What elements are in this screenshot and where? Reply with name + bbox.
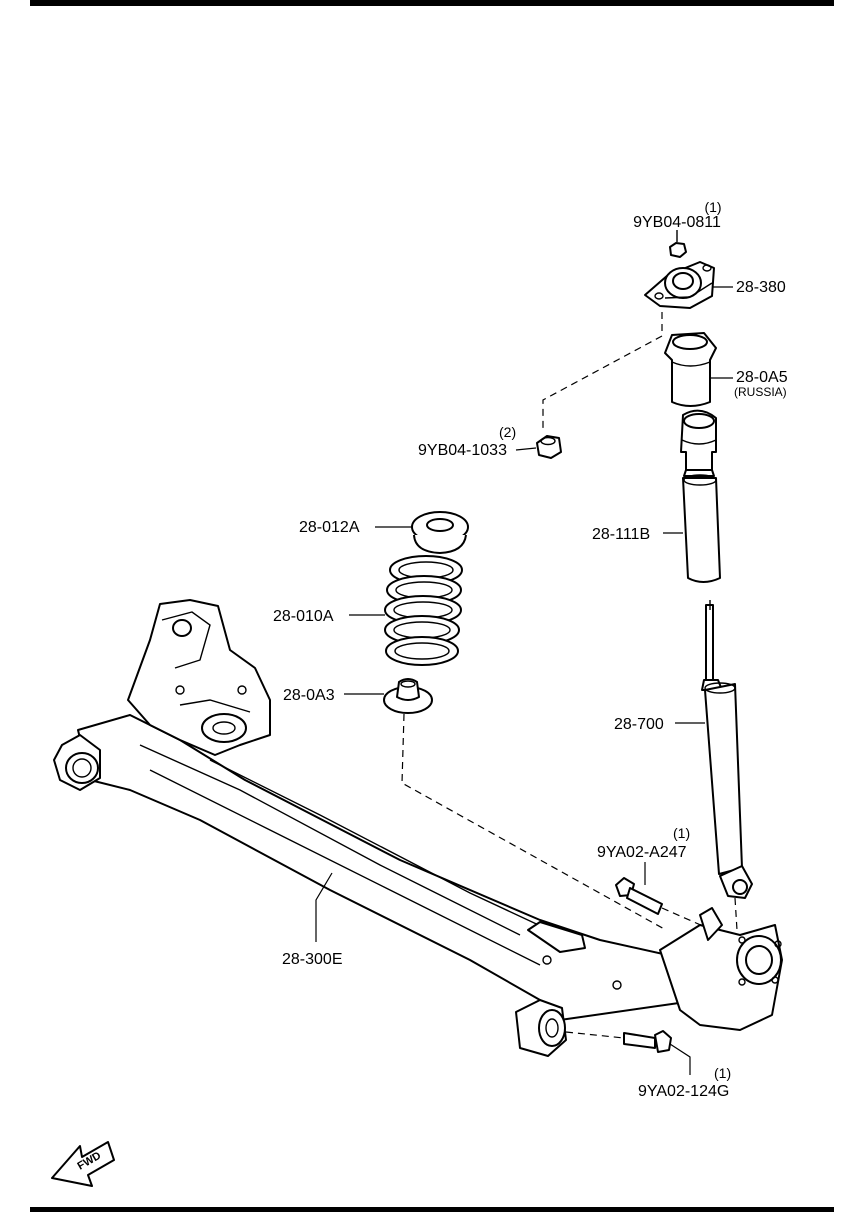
lower-spring-seat[interactable] bbox=[383, 678, 433, 714]
alignment-line-mount bbox=[542, 312, 663, 432]
fwd-arrow-icon: FWD bbox=[51, 1141, 115, 1187]
qty-bolt-upper: (1) bbox=[673, 825, 690, 841]
lower-bolt[interactable] bbox=[565, 1030, 672, 1053]
label-spring-seat-upper: 28-012A bbox=[299, 519, 360, 536]
label-crossmember: 28-300E bbox=[282, 951, 343, 968]
callout-labels: (1) 9YB04-0811 28-380 28-0A5 (RUSSIA) (2… bbox=[273, 199, 788, 1100]
dust-boot[interactable] bbox=[680, 409, 721, 583]
upper-spring-seat[interactable] bbox=[411, 511, 469, 554]
label-coil-spring: 28-010A bbox=[273, 608, 334, 625]
alignment-line-spring bbox=[401, 713, 667, 931]
label-bolt-upper: 9YA02-A247 bbox=[597, 844, 687, 861]
lower-nut[interactable] bbox=[536, 435, 562, 459]
qty-nut-lower: (2) bbox=[499, 424, 516, 440]
label-bump-cover: 28-0A5 bbox=[736, 369, 788, 386]
upper-nut[interactable] bbox=[669, 230, 687, 258]
top-rule bbox=[30, 0, 834, 6]
alignment-line-shock bbox=[734, 897, 738, 931]
label-nut-upper: 9YB04-0811 bbox=[633, 214, 721, 231]
label-spring-seat-lower: 28-0A3 bbox=[283, 687, 335, 704]
qty-nut-upper: (1) bbox=[704, 199, 721, 215]
upper-mount[interactable] bbox=[644, 261, 715, 309]
label-nut-lower: 9YB04-1033 bbox=[418, 442, 507, 459]
label-shock: 28-700 bbox=[614, 716, 664, 733]
label-mount: 28-380 bbox=[736, 279, 786, 296]
qty-bolt-lower: (1) bbox=[714, 1065, 731, 1081]
label-bump-cover-note: (RUSSIA) bbox=[734, 385, 787, 399]
shock-absorber[interactable] bbox=[701, 600, 753, 899]
bump-stopper-cover[interactable] bbox=[664, 332, 717, 407]
bottom-rule bbox=[30, 1207, 834, 1212]
label-boot: 28-111B bbox=[592, 526, 650, 543]
coil-spring[interactable] bbox=[384, 555, 463, 666]
rear-crossmember[interactable] bbox=[53, 599, 783, 1057]
label-bolt-lower: 9YA02-124G bbox=[638, 1083, 729, 1100]
upper-bolt[interactable] bbox=[615, 877, 713, 931]
leader-lines bbox=[315, 286, 733, 1075]
